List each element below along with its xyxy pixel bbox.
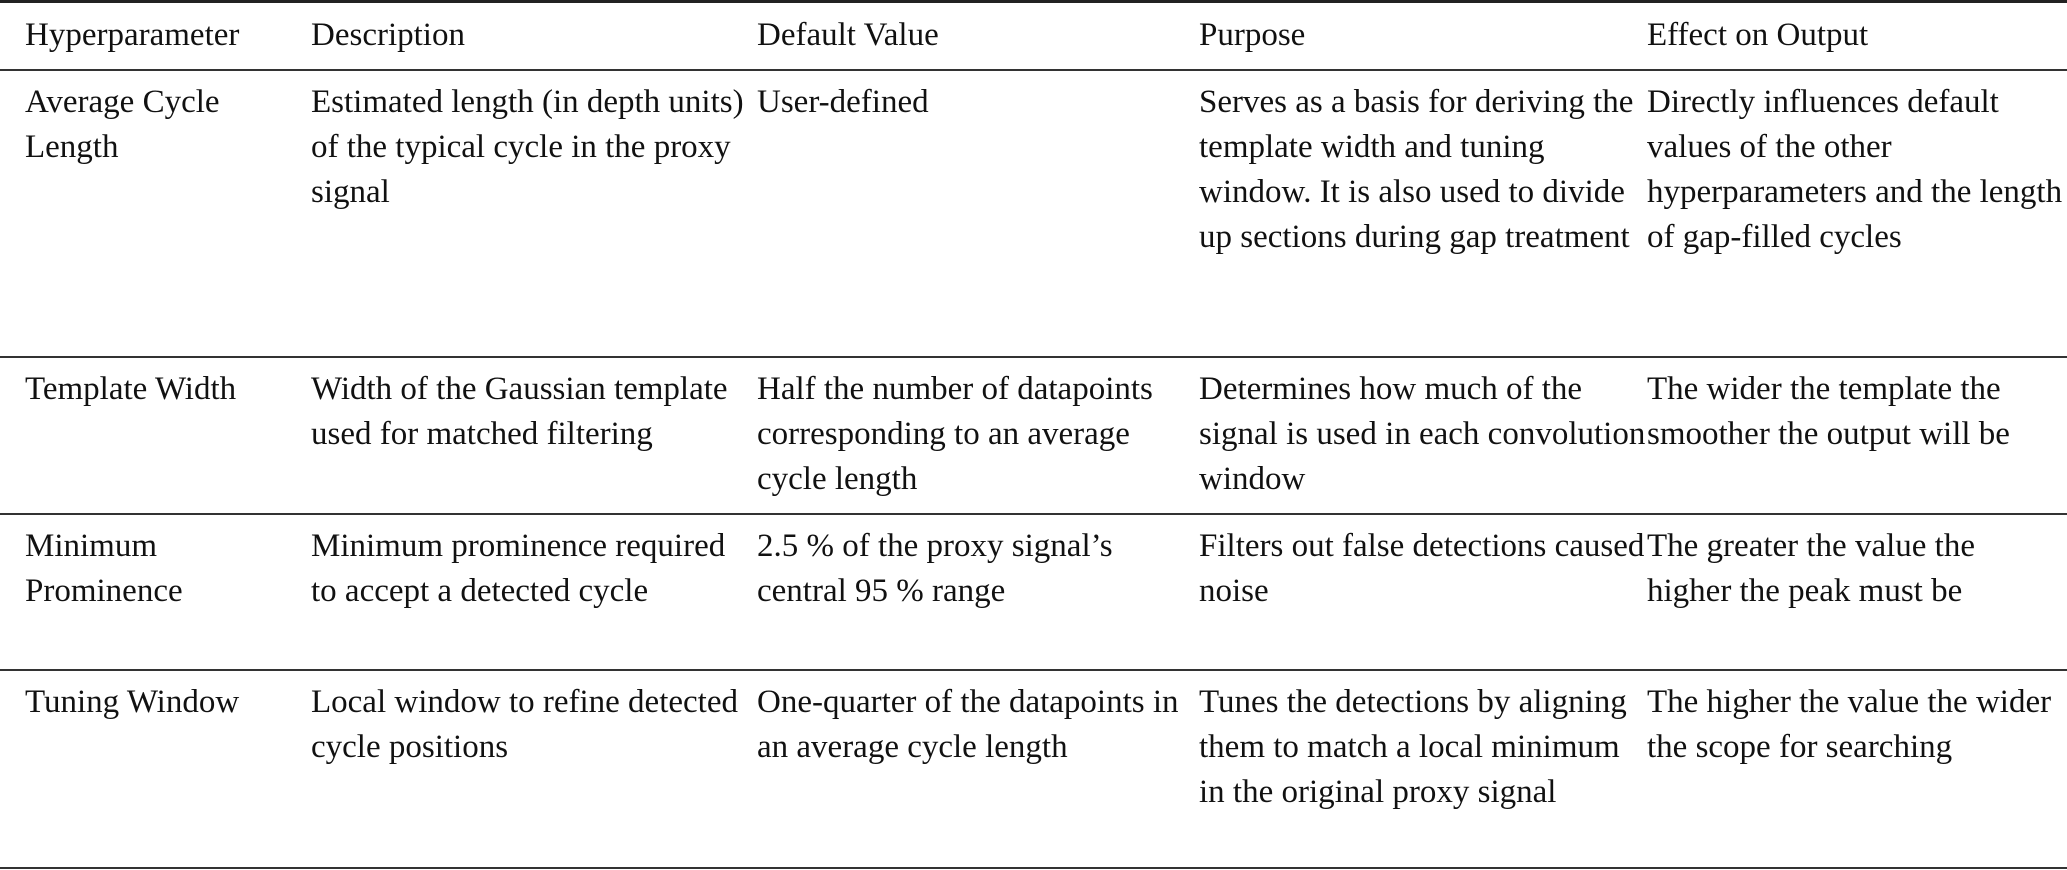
table-row: Minimum Prominence Minimum prominence re… <box>0 514 2067 670</box>
table-row: Average Cycle Length Estimated length (i… <box>0 70 2067 357</box>
cell-description: Local window to refine detected cycle po… <box>311 684 738 765</box>
header-effect: Effect on Output <box>1647 17 1869 53</box>
cell-hyperparameter: Average Cycle Length <box>25 84 220 165</box>
cell-hyperparameter: Template Width <box>25 371 237 407</box>
header-purpose: Purpose <box>1199 17 1306 53</box>
header-default-value: Default Value <box>757 17 939 53</box>
cell-effect: The greater the value the higher the pea… <box>1647 528 1975 609</box>
header-hyperparameter: Hyperparameter <box>25 17 240 53</box>
cell-effect: The wider the template the smoother the … <box>1647 371 2010 452</box>
header-row: Hyperparameter Description Default Value… <box>0 1 2067 70</box>
cell-default-value: Half the number of datapoints correspond… <box>757 371 1153 497</box>
cell-description: Estimated length (in depth units) of the… <box>311 84 744 210</box>
cell-effect: The higher the value the wider the scope… <box>1647 684 2052 765</box>
cell-default-value: 2.5 % of the proxy signal’s central 95 %… <box>757 528 1113 609</box>
cell-hyperparameter: Tuning Window <box>25 684 240 720</box>
table-row: Tuning Window Local window to refine det… <box>0 670 2067 868</box>
cell-effect: Directly influences default values of th… <box>1647 84 2063 255</box>
cell-purpose: Serves as a basis for deriving the templ… <box>1199 84 1634 255</box>
cell-description: Minimum prominence required to accept a … <box>311 528 726 609</box>
cell-purpose: Tunes the detections by aligning them to… <box>1199 684 1627 810</box>
cell-description: Width of the Gaussian template used for … <box>311 371 728 452</box>
cell-purpose: Filters out false detections caused nois… <box>1199 528 1645 609</box>
header-description: Description <box>311 17 465 53</box>
cell-default-value: One-quarter of the datapoints in an aver… <box>757 684 1179 765</box>
table-row: Template Width Width of the Gaussian tem… <box>0 357 2067 514</box>
cell-purpose: Determines how much of the signal is use… <box>1199 371 1646 497</box>
cell-hyperparameter: Minimum Prominence <box>25 528 183 609</box>
cell-default-value: User-defined <box>757 84 929 120</box>
